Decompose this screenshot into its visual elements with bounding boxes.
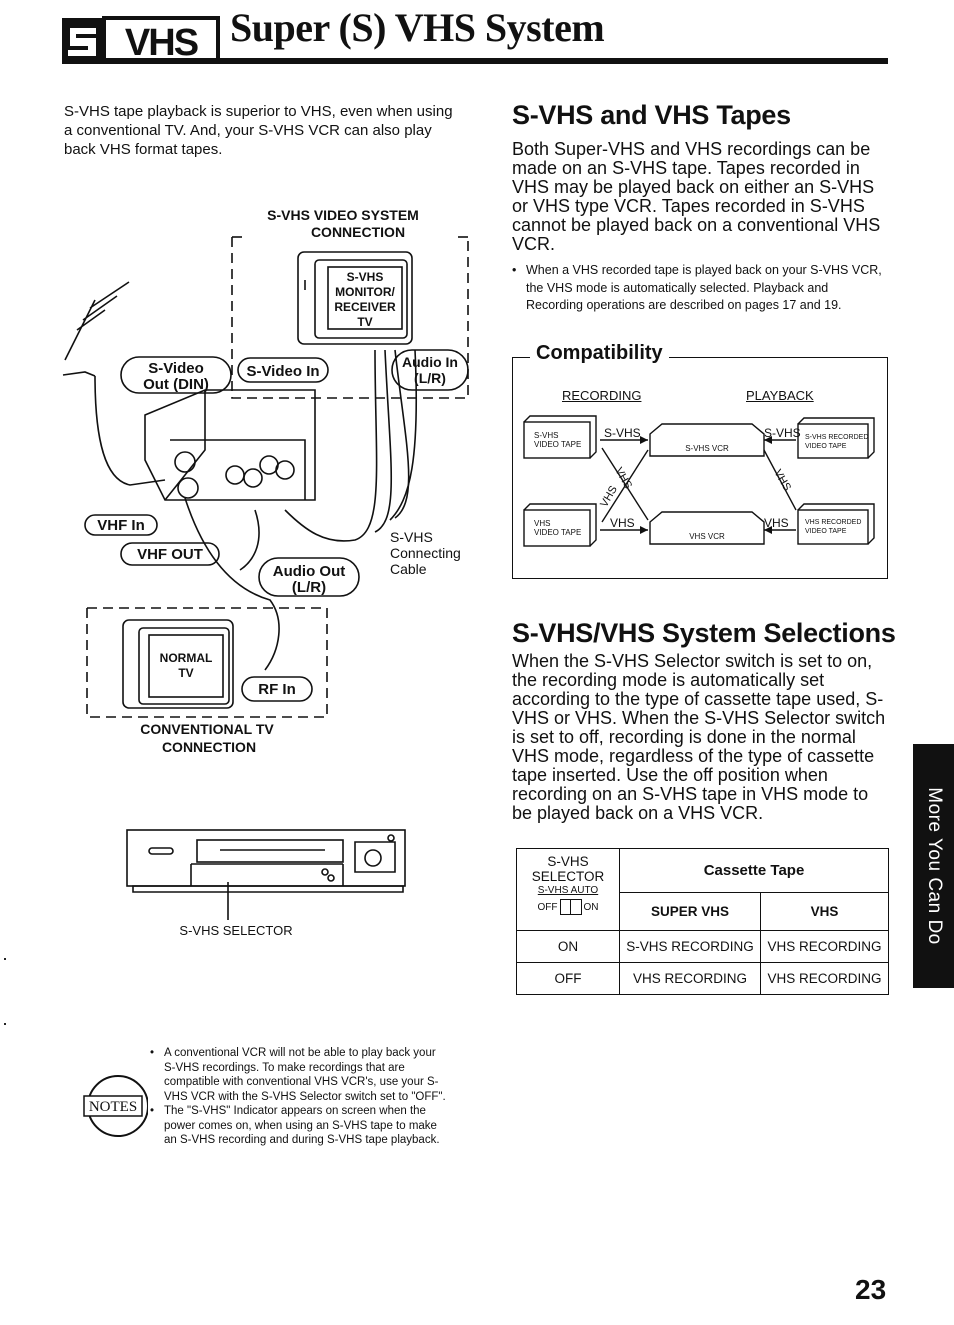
svg-text:Connecting: Connecting bbox=[390, 545, 461, 561]
off-label: OFF bbox=[537, 901, 558, 913]
svg-text:S-VHS: S-VHS bbox=[764, 426, 801, 440]
playback-label: PLAYBACK bbox=[746, 388, 814, 403]
section1-heading: S-VHS and VHS Tapes bbox=[512, 100, 791, 130]
svg-text:VIDEO TAPE: VIDEO TAPE bbox=[534, 528, 581, 537]
row-super-vhs: S-VHS RECORDING bbox=[619, 930, 761, 963]
svg-text:Audio Out: Audio Out bbox=[273, 563, 345, 580]
svg-text:VHS RECORDED: VHS RECORDED bbox=[805, 519, 861, 526]
svg-text:TV: TV bbox=[357, 315, 372, 329]
logo-text: VHS bbox=[125, 22, 198, 64]
switch-label: S-VHS AUTO bbox=[537, 885, 599, 896]
svg-text:VHS: VHS bbox=[612, 466, 634, 492]
svg-text:VHF OUT: VHF OUT bbox=[137, 546, 203, 563]
section2-heading: S-VHS/VHS System Selections bbox=[512, 618, 896, 648]
note-item: The "S-VHS" Indicator appears on screen … bbox=[150, 1104, 450, 1148]
col-vhs: VHS bbox=[760, 891, 889, 932]
svhs-logo: VHS bbox=[62, 14, 220, 64]
svg-text:Out (DIN): Out (DIN) bbox=[143, 376, 209, 393]
on-label: ON bbox=[583, 901, 599, 913]
margin-mark bbox=[4, 958, 6, 960]
svg-text:Cable: Cable bbox=[390, 561, 427, 577]
page-number: 23 bbox=[855, 1274, 887, 1305]
vcr-caption: S-VHS SELECTOR bbox=[179, 923, 292, 938]
table-row: OFF VHS RECORDING VHS RECORDING bbox=[516, 962, 889, 995]
row-super-vhs: VHS RECORDING bbox=[619, 962, 761, 995]
system-title-2: CONNECTION bbox=[311, 224, 405, 240]
svg-text:S-Video In: S-Video In bbox=[246, 363, 319, 380]
row-selector: ON bbox=[516, 930, 620, 963]
connection-diagram: S-VHS VIDEO SYSTEM CONNECTION S-VHS MONI… bbox=[62, 207, 469, 755]
notes-icon: NOTES bbox=[78, 1072, 149, 1138]
side-tab-label: More You Can Do bbox=[923, 787, 945, 945]
margin-mark bbox=[4, 1023, 6, 1025]
svg-text:(L/R): (L/R) bbox=[292, 579, 326, 596]
svg-text:S-VHS: S-VHS bbox=[534, 431, 558, 440]
svg-text:S-Video: S-Video bbox=[148, 360, 204, 377]
svg-text:MONITOR/: MONITOR/ bbox=[335, 285, 395, 299]
svg-text:VHS: VHS bbox=[771, 468, 793, 494]
page-title: Super (S) VHS System bbox=[230, 5, 605, 50]
svg-text:VIDEO TAPE: VIDEO TAPE bbox=[805, 443, 847, 450]
header-rule bbox=[62, 58, 888, 64]
svg-text:VIDEO TAPE: VIDEO TAPE bbox=[805, 528, 847, 535]
side-tab[interactable]: More You Can Do bbox=[913, 744, 954, 988]
svg-text:VHS: VHS bbox=[534, 519, 550, 528]
compatibility-title: Compatibility bbox=[530, 342, 669, 365]
selector-table: S-VHS SELECTOR S-VHS AUTO OFF ON Cassett… bbox=[516, 848, 889, 995]
arrow-svhs-label-1: S-VHS bbox=[604, 426, 641, 440]
svg-text:VHS: VHS bbox=[610, 516, 635, 530]
system-title-1: S-VHS VIDEO SYSTEM bbox=[267, 207, 419, 223]
conventional-title-1: CONVENTIONAL TV bbox=[140, 721, 274, 737]
section1-bullet: When a VHS recorded tape is played back … bbox=[512, 262, 882, 315]
cassette-header: Cassette Tape bbox=[619, 848, 889, 893]
col-super-vhs: SUPER VHS bbox=[619, 891, 761, 932]
svg-text:VHS VCR: VHS VCR bbox=[689, 532, 725, 541]
row-vhs: VHS RECORDING bbox=[760, 930, 889, 963]
table-row: ON S-VHS RECORDING VHS RECORDING bbox=[516, 930, 889, 963]
vcr-illustration: S-VHS SELECTOR bbox=[126, 829, 406, 938]
svg-text:VHS: VHS bbox=[598, 484, 620, 510]
svg-text:VHS: VHS bbox=[764, 516, 789, 530]
selector-header: S-VHS SELECTOR bbox=[531, 854, 605, 884]
compatibility-box bbox=[512, 357, 888, 579]
section1-body: Both Super-VHS and VHS recordings can be… bbox=[512, 139, 881, 254]
note-item: A conventional VCR will not be able to p… bbox=[150, 1046, 450, 1104]
conventional-title-2: CONNECTION bbox=[162, 739, 256, 755]
svg-text:VIDEO TAPE: VIDEO TAPE bbox=[534, 440, 581, 449]
notes-icon-label: NOTES bbox=[89, 1099, 137, 1115]
row-vhs: VHS RECORDING bbox=[760, 962, 889, 995]
svg-text:(L/R): (L/R) bbox=[414, 370, 446, 386]
selector-switch-icon bbox=[559, 899, 582, 915]
svg-text:S-VHS VCR: S-VHS VCR bbox=[685, 444, 729, 453]
svg-text:TV: TV bbox=[178, 666, 193, 680]
selector-header-cell: S-VHS SELECTOR S-VHS AUTO OFF ON bbox=[516, 848, 620, 931]
section2-body: When the S-VHS Selector switch is set to… bbox=[512, 651, 886, 823]
svg-text:Audio In: Audio In bbox=[402, 354, 458, 370]
recording-label: RECORDING bbox=[562, 388, 642, 403]
svg-text:NORMAL: NORMAL bbox=[160, 651, 213, 665]
notes-list: A conventional VCR will not be able to p… bbox=[150, 1046, 450, 1148]
svg-text:VHF In: VHF In bbox=[97, 517, 145, 534]
svg-text:S-VHS RECORDED: S-VHS RECORDED bbox=[805, 434, 868, 441]
svg-text:S-VHS: S-VHS bbox=[390, 529, 433, 545]
row-selector: OFF bbox=[516, 962, 620, 995]
svg-text:RF In: RF In bbox=[258, 681, 296, 698]
svg-text:RECEIVER: RECEIVER bbox=[334, 300, 396, 314]
intro-paragraph: S-VHS tape playback is superior to VHS, … bbox=[64, 103, 453, 158]
svg-text:S-VHS: S-VHS bbox=[347, 270, 384, 284]
